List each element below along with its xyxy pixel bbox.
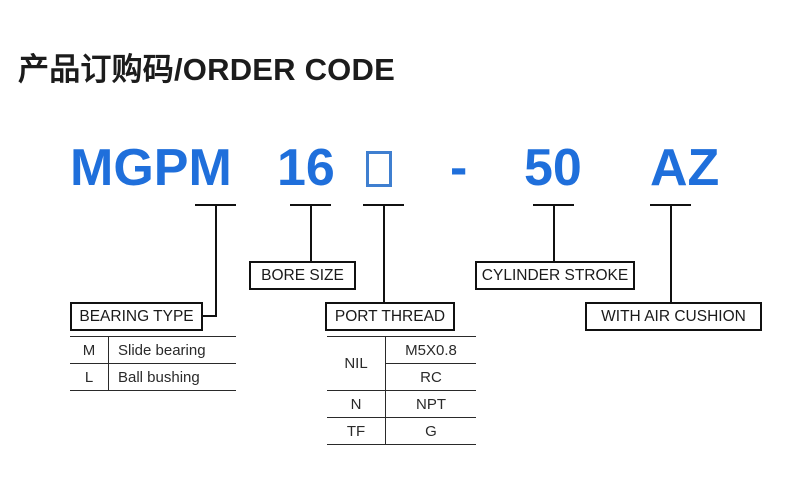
- bearing-desc-cell: Ball bushing: [108, 363, 236, 391]
- port-code-cell: NIL: [327, 336, 386, 391]
- order-code-port-placeholder-box: [366, 151, 392, 187]
- bearing-type-table: M Slide bearing L Ball bushing: [70, 336, 236, 391]
- bearing-desc-cell: Slide bearing: [108, 336, 236, 364]
- leader-drop-port-thread: [383, 204, 385, 303]
- table-row: NIL M5X0.8: [327, 336, 476, 391]
- port-code-cell: N: [327, 390, 386, 418]
- callout-cylinder-stroke: CYLINDER STROKE: [475, 261, 635, 290]
- port-value-cell: M5X0.8: [385, 336, 476, 364]
- order-code-series: MGPM: [70, 139, 232, 197]
- order-code-bore: 16: [277, 139, 335, 197]
- port-thread-table: NIL M5X0.8 RC N NPT TF G: [327, 336, 476, 445]
- callout-bore-size: BORE SIZE: [249, 261, 356, 290]
- callout-with-air-cushion: WITH AIR CUSHION: [585, 302, 762, 331]
- port-value-cell: NPT: [385, 390, 476, 418]
- leader-jog-bearing-type: [203, 315, 217, 317]
- leader-drop-cylinder-stroke: [553, 204, 555, 262]
- bearing-code-cell: M: [70, 336, 109, 364]
- port-value-cell: G: [385, 417, 476, 445]
- leader-drop-bore-size: [310, 204, 312, 262]
- page-title: 产品订购码/ORDER CODE: [18, 52, 395, 87]
- table-row: TF G: [327, 417, 476, 445]
- callout-bearing-type: BEARING TYPE: [70, 302, 203, 331]
- order-code-row: MGPM 16 - 50 AZ: [0, 138, 800, 200]
- port-value-cell: RC: [385, 363, 476, 391]
- leader-drop-bearing-type: [215, 204, 217, 316]
- leader-drop-with-air-cushion: [670, 204, 672, 303]
- order-code-stroke: 50: [524, 139, 582, 197]
- order-code-cushion: AZ: [650, 139, 720, 197]
- table-row: L Ball bushing: [70, 363, 236, 391]
- callout-port-thread: PORT THREAD: [325, 302, 455, 331]
- bearing-code-cell: L: [70, 363, 109, 391]
- table-row: N NPT: [327, 390, 476, 418]
- table-row: M Slide bearing: [70, 336, 236, 364]
- port-code-cell: TF: [327, 417, 386, 445]
- order-code-separator: -: [450, 139, 468, 197]
